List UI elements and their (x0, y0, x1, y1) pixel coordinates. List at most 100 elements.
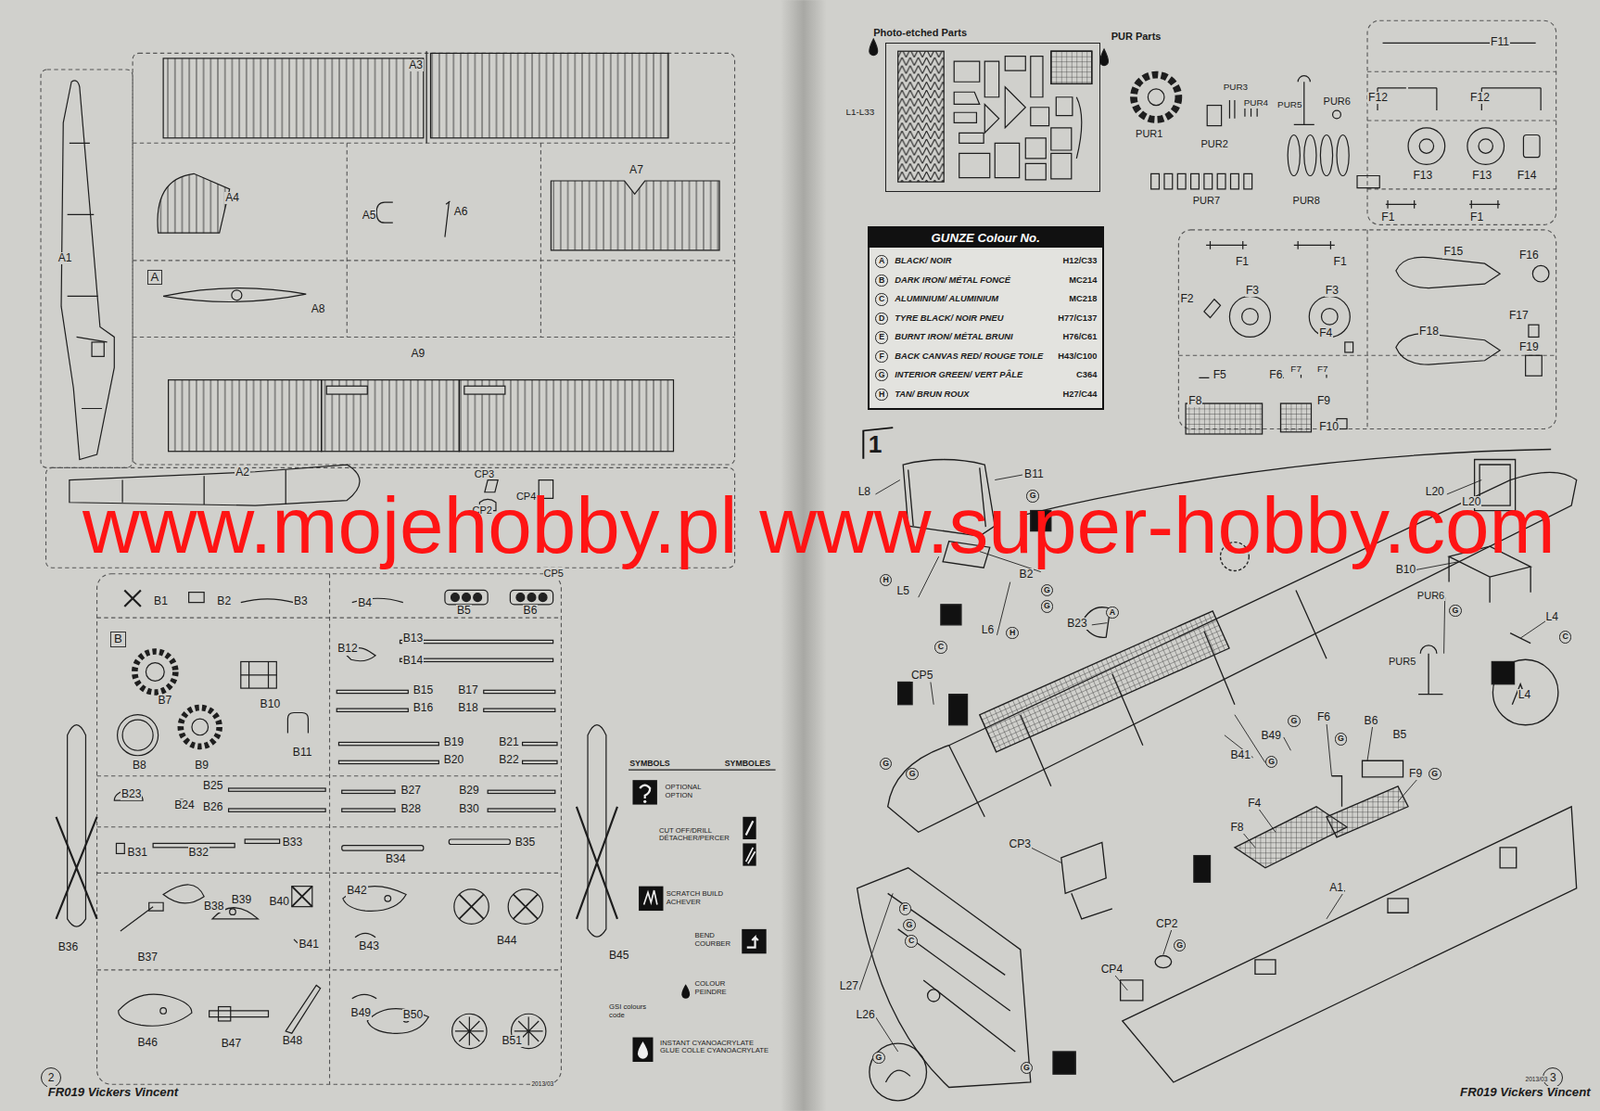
part-number: B19 (443, 736, 466, 749)
part-number: B7 (157, 694, 174, 707)
part-number: A2 (234, 466, 251, 479)
node-text: SYMBOLS (629, 758, 671, 768)
part-number: F6 (1268, 368, 1283, 381)
part-number: L26 (854, 1008, 876, 1021)
colour-letter: D (875, 312, 888, 325)
part-number: B29 (457, 784, 481, 797)
part-number: L6 (980, 623, 995, 636)
part-number: B24 (173, 799, 196, 812)
part-number: B32 (188, 846, 211, 859)
part-number: B13 (402, 632, 425, 645)
colour-code: G (872, 1051, 885, 1064)
part-number: F10 (1318, 420, 1340, 433)
part-number: PUR Parts (1110, 30, 1163, 42)
part-number: F4 (1246, 797, 1262, 810)
part-number: B37 (137, 951, 160, 964)
part-number: B43 (357, 939, 381, 953)
symbol-note: GSI colours code (608, 1003, 655, 1020)
part-number: B34 (384, 852, 407, 865)
part-number: F17 (1508, 309, 1530, 322)
part-number: PUR1 (1134, 127, 1164, 140)
part-number: PUR2 (1200, 138, 1230, 150)
table-cell: H12/C33 (1062, 255, 1099, 266)
part-number: B47 (220, 1037, 243, 1050)
colour-letter: E (875, 330, 888, 343)
part-number: B35 (514, 836, 537, 849)
table-cell: H77/C137 (1056, 313, 1098, 323)
part-number: B41 (297, 938, 320, 951)
part-number: F3 (1324, 284, 1340, 297)
table-cell: H43/C100 (1056, 351, 1098, 361)
part-number: PUR3 (1222, 82, 1249, 93)
part-number: L20 (1460, 495, 1482, 508)
part-number: 2013/03 (530, 1079, 555, 1087)
part-number: A4 (224, 191, 241, 204)
part-number: B2 (215, 595, 232, 608)
part-number: F2 (1179, 292, 1194, 305)
part-number: B6 (522, 604, 539, 617)
part-number: B10 (1395, 563, 1418, 576)
part-number: L4 (1545, 610, 1560, 623)
part-number: B46 (137, 1036, 160, 1049)
part-number: L27 (838, 979, 860, 992)
node-text: 3 (1549, 1071, 1557, 1083)
colour-code: G (1448, 604, 1461, 617)
part-number: CP4 (1100, 963, 1125, 976)
table-cell: BLACK/ NOIR (893, 255, 953, 266)
part-number: B21 (497, 736, 521, 749)
part-number: B10 (259, 698, 282, 711)
colour-letter: A (875, 254, 888, 267)
part-number: A9 (410, 347, 427, 360)
part-number: FR019 Vickers Vincent (47, 1085, 180, 1100)
part-number: B40 (268, 895, 292, 908)
table-cell: TAN/ BRUN ROUX (893, 389, 970, 399)
colour-code: G (1287, 714, 1300, 727)
colour-code: C (1559, 630, 1572, 643)
part-number: B38 (203, 900, 226, 913)
part-number: F8 (1229, 821, 1245, 834)
part-number: F9 (1408, 767, 1423, 780)
part-number: B9 (193, 759, 210, 772)
part-number: PUR5 (1387, 655, 1417, 667)
symbol-note: BEND COURBER (694, 931, 737, 949)
colour-code: G (1041, 599, 1054, 612)
colour-letter: B (875, 274, 888, 287)
table-cell: H76/C61 (1062, 331, 1099, 342)
part-number: F13 (1411, 169, 1434, 182)
part-number: B22 (497, 753, 521, 766)
part-number: B2 (1018, 568, 1035, 581)
symbol-note: CUT OFF/DRILL DÉTACHER/PERCER (658, 826, 734, 844)
colour-letter: C (875, 292, 888, 305)
symbol-note: COLOUR PEINDRE (694, 979, 739, 997)
part-number: F4 (1318, 327, 1334, 340)
table-cell: ALUMINIUM/ ALUMINIUM (893, 293, 1000, 304)
part-number: B36 (57, 940, 80, 953)
part-number: PUR8 (1292, 194, 1321, 206)
table-cell: DARK IRON/ MÉTAL FONCÉ (893, 275, 1012, 285)
part-number: B6 (1363, 714, 1380, 727)
part-number: B18 (457, 701, 480, 714)
part-number: B39 (230, 893, 254, 906)
sprue-letter: B (110, 631, 127, 648)
part-number: F8 (1187, 394, 1203, 407)
part-number: B4 (356, 596, 373, 610)
part-number: F7 (1316, 364, 1330, 375)
colour-code: G (1428, 767, 1441, 780)
part-number: B23 (1066, 617, 1089, 630)
part-number: CP3 (1008, 838, 1033, 851)
part-number: F5 (1212, 368, 1228, 381)
colour-code: F (899, 901, 912, 915)
part-number: B30 (457, 802, 481, 815)
part-number: A3 (407, 59, 424, 72)
table-cell: TYRE BLACK/ NOIR PNEU (893, 313, 1004, 323)
colour-code: G (1334, 732, 1347, 745)
part-number: B44 (495, 934, 519, 947)
part-number: PUR6 (1416, 589, 1446, 601)
table-cell: C364 (1075, 369, 1098, 380)
part-number: A1 (1328, 881, 1345, 894)
part-number: A8 (310, 303, 327, 316)
table-cell: MC218 (1067, 293, 1098, 304)
sprue-letter: A (147, 269, 164, 286)
part-number: CP5 (543, 567, 565, 579)
part-number: F7 (1289, 364, 1303, 375)
